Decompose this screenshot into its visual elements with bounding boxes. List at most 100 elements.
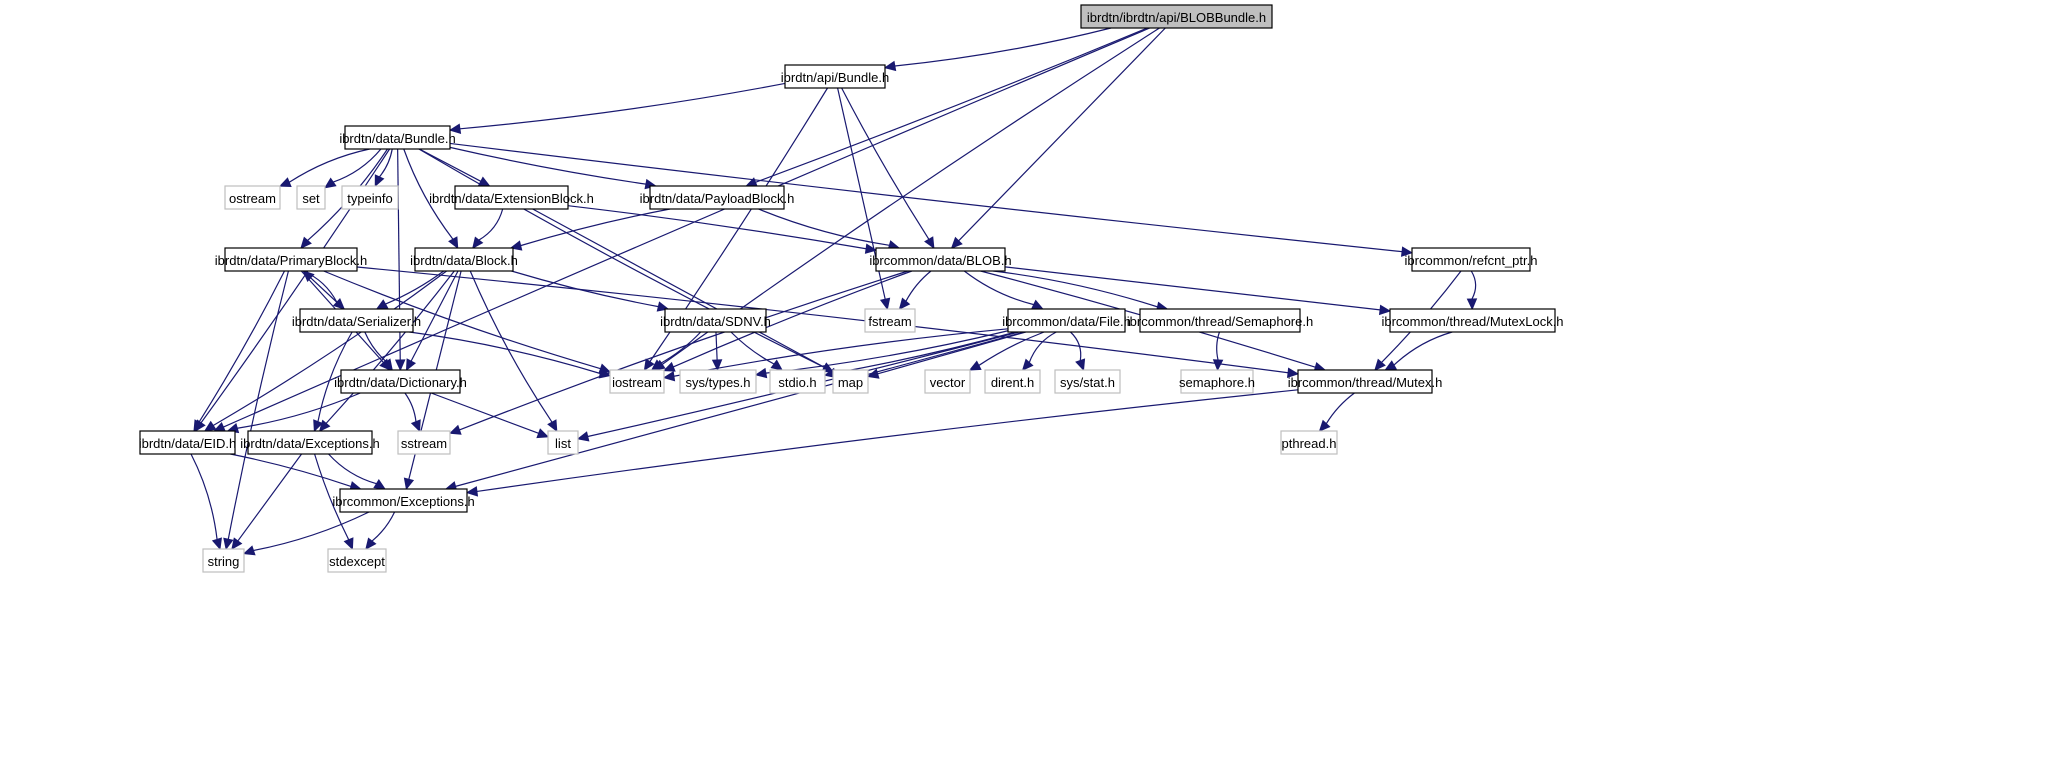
node-serializer[interactable]: ibrdtn/data/Serializer.h — [292, 308, 421, 333]
edge-line — [715, 331, 718, 361]
node-dictionary[interactable]: ibrdtn/data/Dictionary.h — [334, 369, 467, 394]
edge-line — [455, 331, 1025, 487]
node-extensionblock[interactable]: ibrdtn/data/ExtensionBlock.h — [429, 185, 594, 210]
edge-line — [449, 142, 1403, 253]
arrowhead-icon — [576, 431, 590, 442]
node-mutexlock[interactable]: ibrcommon/thread/MutexLock.h — [1381, 308, 1564, 333]
node-stdexcept: stdexcept — [327, 548, 387, 573]
edge-file-to-common_exceptions — [444, 331, 1025, 492]
edge-data_bundle-to-ostream — [278, 148, 370, 187]
arrowhead-icon — [300, 236, 312, 249]
edge-api_bundle-to-blob — [841, 87, 935, 250]
edge-data_exceptions-to-string — [231, 453, 303, 550]
node-eid[interactable]: ibrdtn/data/EID.h — [139, 430, 237, 455]
edge-file-to-vector — [968, 331, 1045, 371]
edge-line — [478, 208, 504, 241]
node-api-bundle[interactable]: ibrdtn/api/Bundle.h — [781, 64, 889, 89]
arrowhead-icon — [278, 177, 292, 187]
node-dirent: dirent.h — [984, 369, 1041, 394]
edge-block-to-dictionary — [405, 270, 459, 372]
arrowhead-icon — [1286, 367, 1300, 378]
edge-data_bundle-to-block — [403, 148, 459, 250]
arrowhead-icon — [365, 537, 377, 550]
edge-data_exceptions-to-stdexcept — [314, 453, 354, 551]
edge-line — [310, 277, 345, 310]
node-label: ibrcommon/thread/Mutex.h — [1288, 375, 1443, 390]
node-box — [1054, 369, 1121, 394]
node-box — [832, 369, 869, 394]
edge-sdnv-to-stdio — [730, 331, 784, 371]
edge-line — [958, 27, 1166, 242]
edge-line — [227, 270, 290, 540]
node-blobbundle[interactable]: ibrdtn/ibrdtn/api/BLOBBundle.h — [1080, 4, 1273, 29]
arrowhead-icon — [898, 297, 911, 310]
node-box — [1139, 308, 1301, 333]
node-common-exceptions[interactable]: ibrcommon/Exceptions.h — [332, 488, 475, 513]
edge-file-to-sysstat — [1070, 331, 1086, 372]
node-label: typeinfo — [347, 191, 393, 206]
node-label: ibrdtn/data/Exceptions.h — [240, 436, 379, 451]
edge-line — [198, 270, 286, 423]
edge-serializer-to-primaryblock — [302, 270, 345, 310]
edge-line — [371, 511, 396, 542]
node-label: ibrdtn/data/EID.h — [139, 436, 237, 451]
edge-primaryblock-to-eid — [193, 270, 286, 433]
edge-block-to-eid — [203, 270, 447, 432]
arrowhead-icon — [374, 174, 385, 188]
edge-eid-to-string — [190, 453, 222, 551]
node-box — [784, 64, 886, 89]
node-payloadblock[interactable]: ibrdtn/data/PayloadBlock.h — [640, 185, 795, 210]
edge-line — [469, 270, 553, 423]
node-label: fstream — [868, 314, 911, 329]
edge-extensionblock-to-map — [532, 208, 835, 373]
arrowhead-icon — [754, 367, 768, 379]
node-sdnv[interactable]: ibrdtn/data/SDNV.h — [660, 308, 771, 333]
node-primaryblock[interactable]: ibrdtn/data/PrimaryBlock.h — [215, 247, 367, 272]
edges-layer — [190, 27, 1478, 556]
node-label: iostream — [612, 375, 662, 390]
node-mutex[interactable]: ibrcommon/thread/Mutex.h — [1288, 369, 1443, 394]
edge-line — [730, 331, 775, 365]
node-box — [202, 548, 245, 573]
edge-common_exceptions-to-string — [242, 511, 370, 556]
node-box — [649, 185, 785, 210]
node-box — [875, 247, 1006, 272]
edge-line — [419, 148, 482, 182]
node-blob[interactable]: ibrcommon/data/BLOB.h — [869, 247, 1012, 272]
arrowhead-icon — [211, 537, 222, 551]
edge-primaryblock-to-string — [223, 270, 290, 551]
node-fstream: fstream — [864, 308, 916, 333]
edge-data_exceptions-to-common_exceptions — [328, 453, 386, 490]
node-refcnt[interactable]: ibrcommon/refcnt_ptr.h — [1405, 247, 1538, 272]
node-semaphore-cls[interactable]: ibrcommon/thread/Semaphore.h — [1127, 308, 1313, 333]
edge-blob-to-fstream — [898, 270, 932, 310]
arrowhead-icon — [650, 359, 664, 371]
node-data-bundle[interactable]: ibrdtn/data/Bundle.h — [339, 125, 456, 150]
node-file[interactable]: ibrcommon/data/File.h — [1002, 308, 1131, 333]
arrowhead-icon — [448, 123, 462, 134]
node-box — [1297, 369, 1433, 394]
edge-blob-to-semaphore_cls — [993, 270, 1169, 312]
node-sysstat: sys/stat.h — [1054, 369, 1121, 394]
edge-blob-to-iostream — [662, 270, 913, 372]
arrowhead-icon — [193, 419, 204, 433]
node-set: set — [296, 185, 326, 210]
arrowhead-icon — [879, 297, 891, 311]
edge-line — [841, 87, 930, 240]
arrowhead-icon — [1374, 358, 1386, 371]
node-label: sstream — [401, 436, 447, 451]
arrowhead-icon — [231, 537, 243, 550]
node-label: ibrcommon/Exceptions.h — [332, 494, 474, 509]
edge-line — [190, 453, 218, 540]
arrowhead-icon — [1384, 360, 1398, 371]
edge-data_bundle-to-dictionary — [394, 148, 406, 372]
edge-mutex-to-pthread — [1318, 392, 1355, 432]
node-box — [224, 185, 281, 210]
edge-line — [253, 511, 370, 552]
node-data-exceptions[interactable]: ibrdtn/data/Exceptions.h — [240, 430, 380, 455]
node-block[interactable]: ibrdtn/data/Block.h — [410, 247, 518, 272]
edge-blobbundle-to-api_bundle — [883, 27, 1112, 72]
edge-line — [212, 270, 447, 426]
edge-primaryblock-to-mutex — [356, 266, 1300, 378]
